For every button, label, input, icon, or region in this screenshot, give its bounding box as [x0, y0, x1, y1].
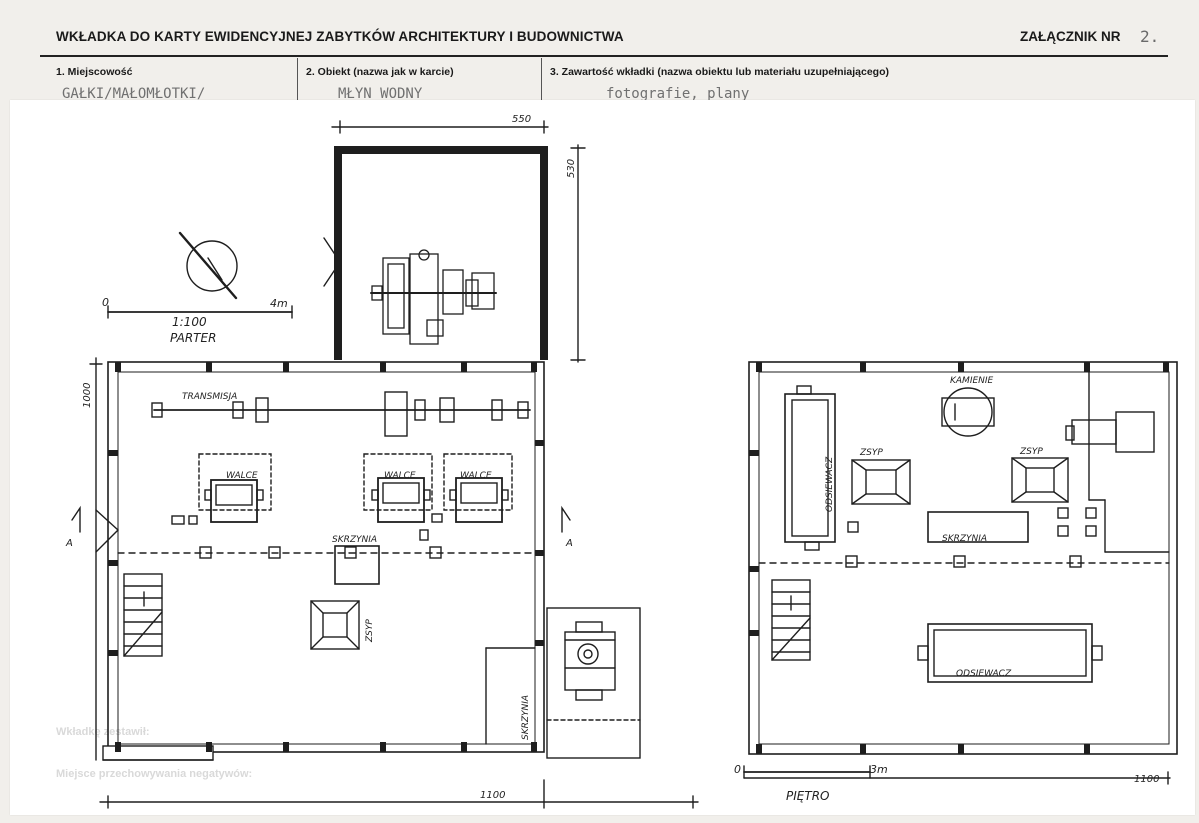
bin-box	[334, 545, 380, 585]
upper-scale-end: 3m	[870, 763, 888, 776]
scale-end: 4m	[270, 297, 288, 310]
hopper-upper-1	[851, 459, 911, 505]
label-walce-2: WALCE	[384, 471, 416, 481]
section-mark-left: A	[65, 538, 73, 549]
label-kamienie: KAMIENIE	[950, 376, 994, 386]
ground-floor-title: PARTER	[170, 331, 216, 345]
label-odsiewacz-horizontal: ODSIEWACZ	[956, 669, 1012, 679]
annex-dimensions	[331, 120, 586, 363]
bleed-compiler-label: Wkładkę zestawił:	[56, 726, 150, 738]
elevator-machine	[1065, 411, 1155, 453]
upper-wall-posts	[749, 362, 1169, 754]
dim-annex-depth: 530	[566, 159, 577, 178]
field-separator	[541, 58, 542, 100]
millstones	[941, 387, 995, 437]
stairs-ground	[123, 573, 163, 657]
scale-bar	[107, 305, 293, 319]
label-walce-1: WALCE	[226, 471, 258, 481]
label-walce-3: WALCE	[460, 471, 492, 481]
annex-label: ZAŁĄCZNIK NR	[1020, 29, 1121, 44]
bin-upper	[927, 511, 1029, 543]
sifter-vertical	[784, 385, 836, 551]
label-zsyp-ground: ZSYP	[365, 619, 375, 643]
upper-scale-bar	[743, 765, 1171, 785]
north-arrow-icon	[178, 231, 238, 300]
label-skrzynia-tall: SKRZYNIA	[521, 695, 531, 740]
hopper-upper-2	[1011, 457, 1069, 503]
water-wheel-machinery	[370, 249, 497, 345]
upper-interior-posts	[845, 507, 1097, 568]
ground-floor-dimensions	[89, 357, 699, 809]
field-separator	[297, 58, 298, 100]
label-transmisja: TRANSMISJA	[182, 392, 237, 402]
field-locality-label: 1. Miejscowość	[56, 66, 133, 78]
label-skrzynia-upper: SKRZYNIA	[942, 534, 987, 544]
millstone-annex	[546, 607, 641, 759]
section-mark-right: A	[565, 538, 573, 549]
sifter-horizontal	[917, 623, 1103, 683]
upper-scale-zero: 0	[734, 763, 741, 776]
field-contents-label: 3. Zawartość wkładki (nazwa obiektu lub …	[550, 66, 889, 78]
label-zsyp-upper-2: ZSYP	[1019, 447, 1043, 457]
roller-mills	[171, 453, 513, 541]
bleed-negatives-label: Miejsce przechowywania negatywów:	[56, 768, 253, 780]
bin-tall	[485, 647, 536, 745]
scale-ratio: 1:100	[172, 315, 207, 329]
dim-annex-width: 550	[512, 114, 531, 125]
section-line	[71, 505, 571, 554]
annex-number: 2.	[1140, 27, 1160, 46]
transmission-shaft	[151, 391, 531, 437]
upper-floor-title: PIĘTRO	[786, 789, 829, 803]
dim-main-depth: 1000	[82, 383, 93, 408]
dim-upper-width: 1100	[1134, 774, 1159, 785]
header-rule	[40, 55, 1168, 57]
upper-floor-walls	[748, 361, 1178, 755]
form-title: WKŁADKA DO KARTY EWIDENCYJNEJ ZABYTKÓW A…	[56, 29, 624, 44]
label-skrzynia-1: SKRZYNIA	[332, 535, 377, 545]
hopper-ground	[310, 600, 360, 650]
scale-zero: 0	[102, 296, 109, 309]
label-odsiewacz-vertical: ODSIEWACZ	[825, 456, 835, 512]
dim-main-width: 1100	[480, 790, 505, 801]
interior-posts	[199, 546, 442, 559]
ground-floor-walls	[95, 361, 545, 761]
field-object-value: MŁYN WODNY	[338, 86, 423, 102]
field-locality-value: GAŁKI/MAŁOMŁOTKI/	[62, 86, 206, 102]
field-contents-value: fotografie, plany	[606, 86, 750, 102]
field-object-label: 2. Obiekt (nazwa jak w karcie)	[306, 66, 454, 78]
annex-walls	[323, 146, 548, 360]
stairs-upper	[771, 579, 811, 661]
wall-posts	[108, 362, 544, 752]
label-zsyp-upper-1: ZSYP	[859, 448, 883, 458]
